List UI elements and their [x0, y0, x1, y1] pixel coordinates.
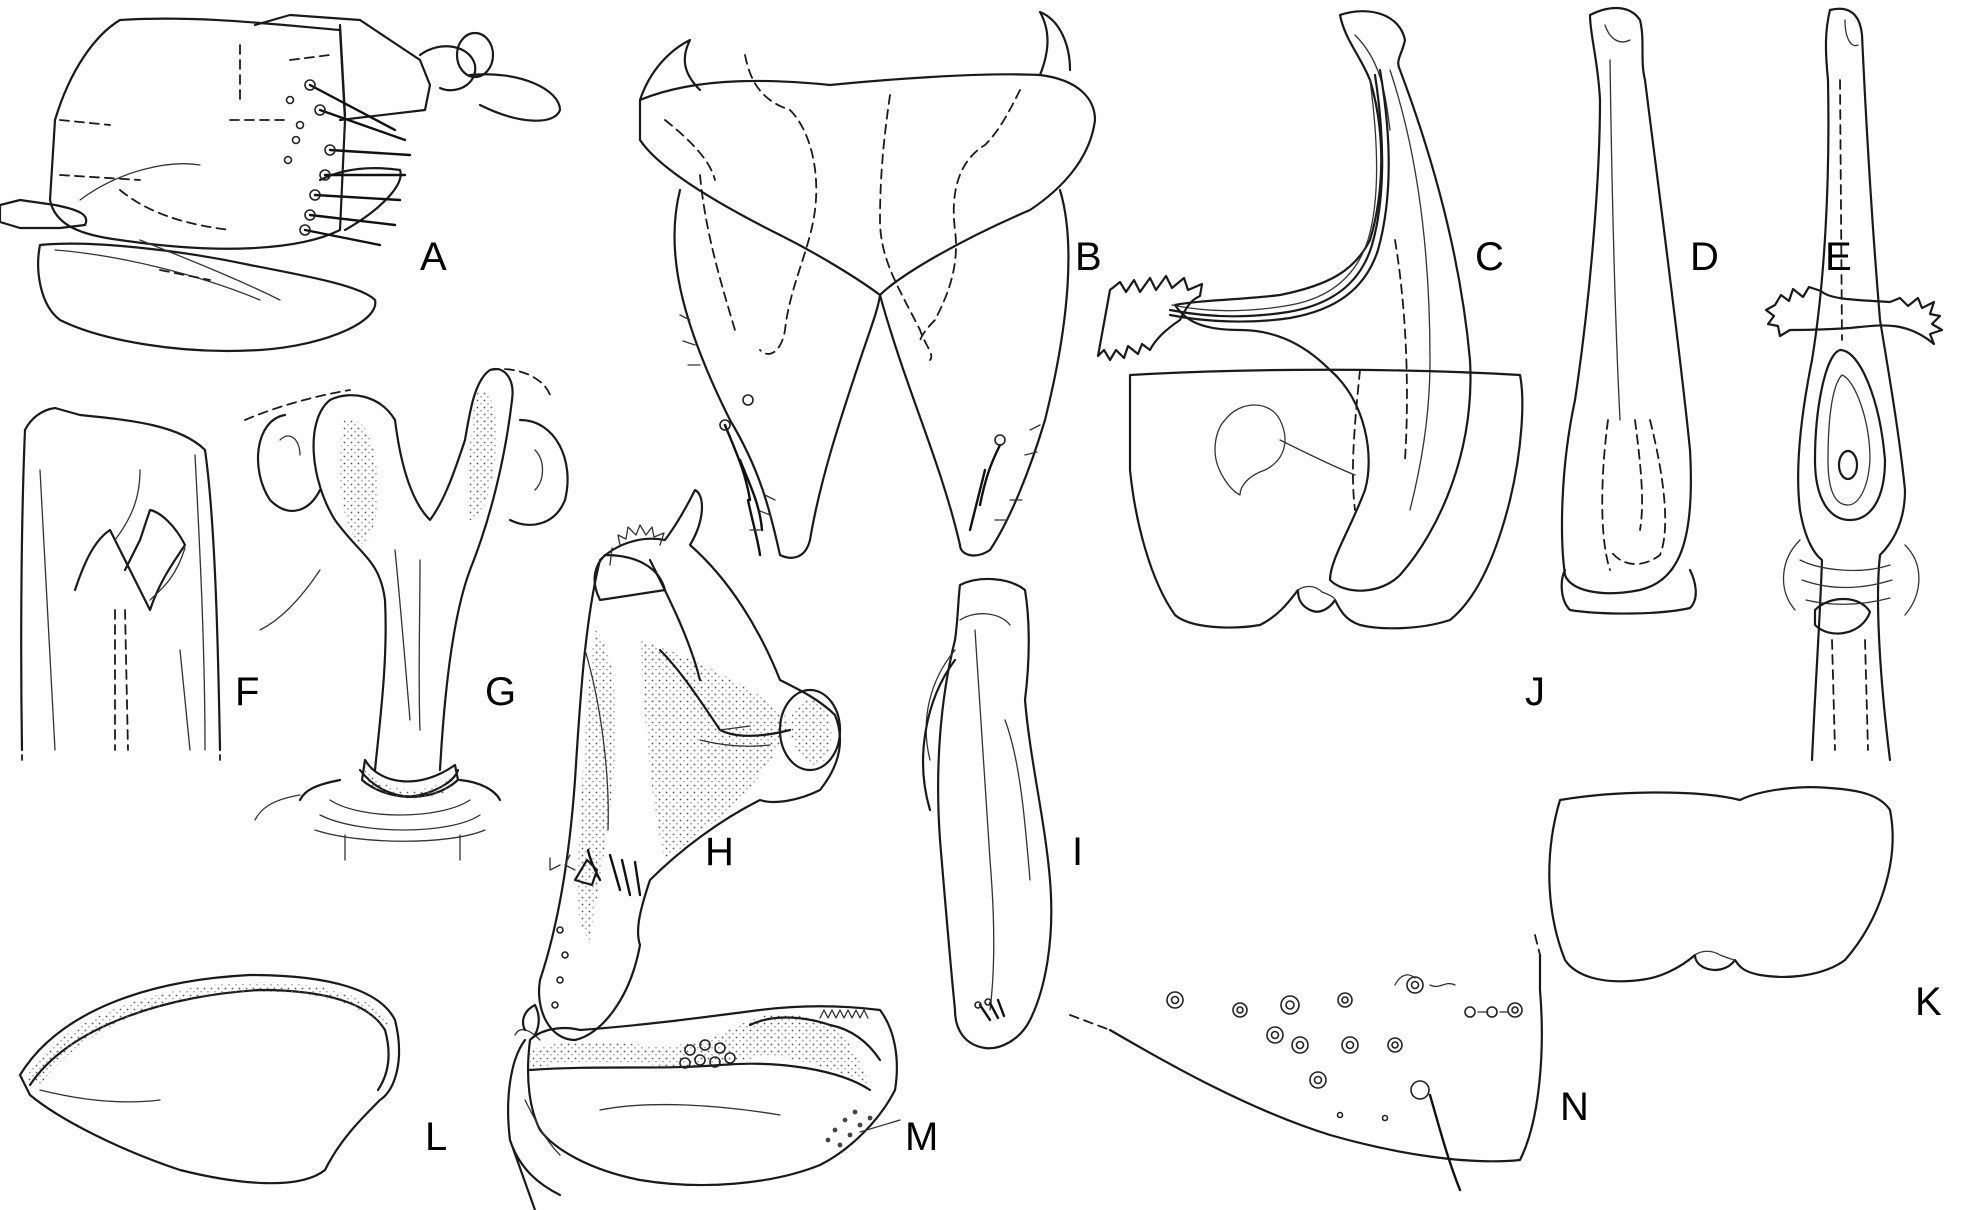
- panel-label-g: G: [485, 670, 516, 714]
- panel-c-drawing: [1096, 10, 1472, 592]
- panel-j-drawing: [1128, 368, 1524, 630]
- panel-m-drawing: [507, 1003, 901, 1210]
- panel-label-b: B: [1075, 235, 1102, 279]
- panel-label-k: K: [1915, 980, 1942, 1024]
- panel-label-n: N: [1560, 1085, 1589, 1129]
- panel-label-d: D: [1690, 235, 1719, 279]
- panel-label-m: M: [905, 1115, 938, 1159]
- panel-label-f: F: [235, 670, 259, 714]
- panel-label-l: L: [425, 1115, 447, 1159]
- panel-a-drawing: [0, 13, 562, 353]
- panel-label-e: E: [1825, 235, 1852, 279]
- panel-label-a: A: [420, 235, 447, 279]
- panel-label-i: I: [1072, 830, 1083, 874]
- panel-k-drawing: [1548, 786, 1894, 983]
- panel-l-drawing: [18, 973, 401, 1185]
- panel-h-drawing: [537, 488, 842, 1042]
- panel-g-drawing: [244, 367, 569, 861]
- panel-label-j: J: [1525, 670, 1545, 714]
- panel-e-drawing: [1764, 7, 1944, 762]
- panel-d-drawing: [1560, 7, 1697, 615]
- panel-label-c: C: [1475, 235, 1504, 279]
- panel-f-drawing: [20, 406, 222, 761]
- panel-n-drawing: [1069, 934, 1543, 1192]
- panel-label-h: H: [705, 830, 734, 874]
- panel-i-drawing: [922, 577, 1053, 1050]
- panel-b-drawing: [638, 10, 1097, 559]
